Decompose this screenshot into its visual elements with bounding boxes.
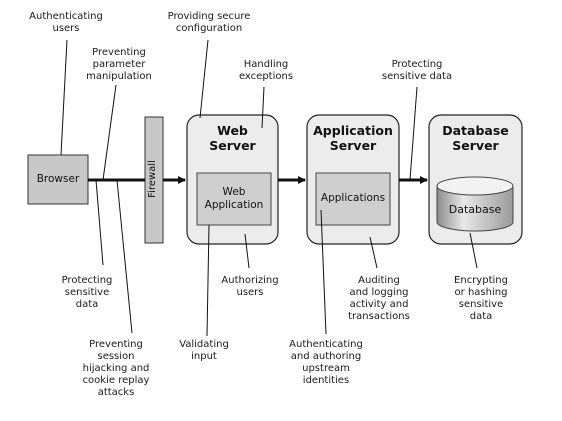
line-validating-input: [206, 224, 210, 337]
line-authorizing-users: [244, 233, 250, 269]
db-server-title: Database Server: [442, 123, 509, 153]
annotation-authenticating-users: Authenticating users: [29, 11, 103, 34]
annotation-auditing: Auditing and logging activity and transa…: [348, 275, 410, 322]
line-providing-config: [199, 39, 209, 119]
browser-box: [27, 154, 89, 205]
line-auth-upstream: [320, 209, 327, 335]
line-protecting-top: [409, 86, 418, 181]
annotation-validating-input: Validating input: [179, 339, 229, 362]
app-server-title: Application Server: [313, 123, 393, 153]
annotation-authenticating-upstream: Authenticating and authoring upstream id…: [289, 339, 363, 386]
line-preventing-param: [102, 84, 117, 181]
database-cylinder: [436, 176, 514, 232]
line-auditing: [369, 236, 378, 269]
line-handling-exceptions: [261, 86, 265, 129]
annotation-protecting-top: Protecting sensitive data: [381, 59, 453, 82]
line-protecting-left: [95, 179, 104, 266]
annotation-preventing-parameter: Preventing parameter manipulation: [86, 47, 152, 82]
web-application-box: [196, 172, 272, 226]
firewall-label: Firewall: [147, 160, 158, 198]
applications-box: [315, 172, 391, 226]
annotation-preventing-session: Preventing session hijacking and cookie …: [82, 339, 150, 398]
annotation-providing-config: Providing secure configuration: [167, 11, 251, 34]
annotation-encrypting: Encrypting or hashing sensitive data: [454, 275, 508, 322]
web-server-title: Web Server: [209, 123, 256, 153]
line-authenticating-users: [60, 39, 68, 156]
callout-lines: [60, 39, 478, 337]
applications-label: Applications: [320, 192, 386, 204]
database-label: Database: [448, 203, 502, 216]
annotation-protecting-left: Protecting sensitive data: [61, 275, 113, 310]
annotation-handling-exceptions: Handling exceptions: [238, 59, 294, 82]
browser-label: Browser: [36, 173, 80, 185]
line-encrypting: [469, 232, 478, 269]
web-application-label: Web Application: [204, 186, 264, 211]
annotation-authorizing-users: Authorizing users: [221, 275, 279, 298]
line-preventing-session: [116, 179, 133, 334]
